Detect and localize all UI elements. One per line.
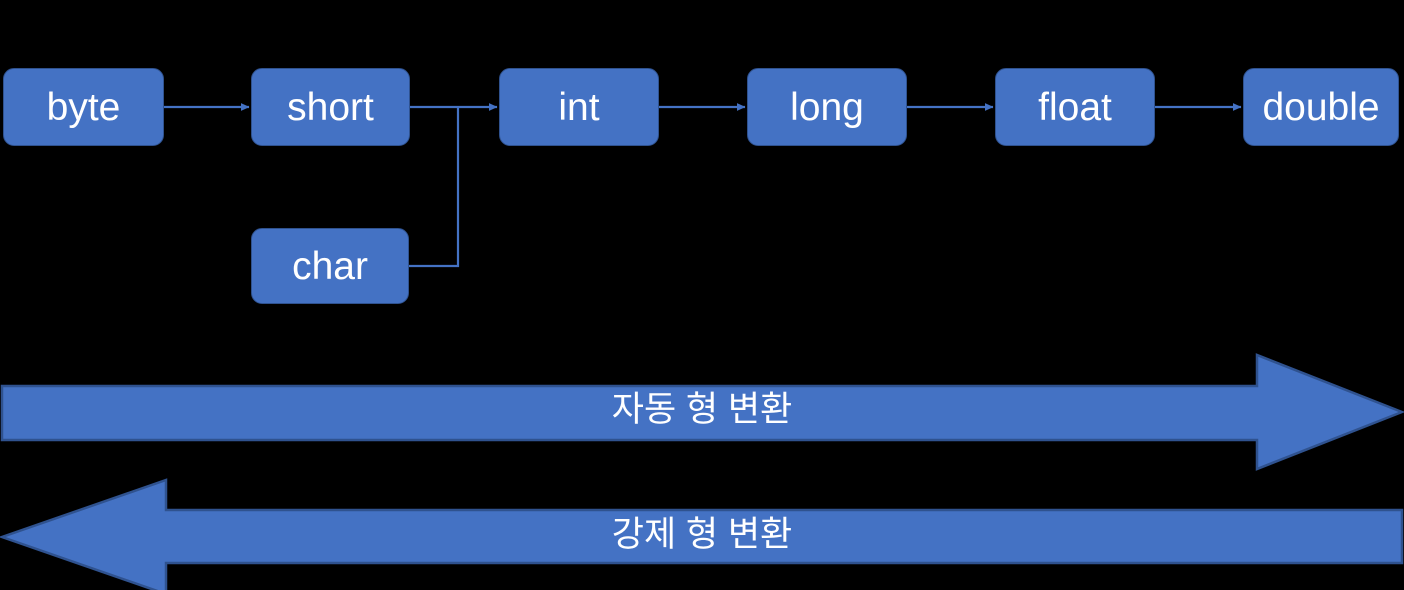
type-box-label: char [292, 244, 368, 288]
type-box-byte[interactable]: byte [3, 68, 164, 146]
type-box-double[interactable]: double [1243, 68, 1399, 146]
type-box-label: double [1262, 85, 1380, 129]
type-box-label: long [790, 85, 864, 129]
type-box-label: short [287, 85, 374, 129]
type-box-long[interactable]: long [747, 68, 907, 146]
edge-char-int [409, 107, 460, 268]
type-box-int[interactable]: int [499, 68, 659, 146]
banner-label-widening: 자동 형 변환 [611, 390, 793, 429]
banner-label-narrowing: 강제 형 변환 [611, 515, 793, 554]
type-box-char[interactable]: char [251, 228, 409, 304]
type-box-short[interactable]: short [251, 68, 410, 146]
type-box-label: float [1038, 85, 1112, 129]
type-box-label: byte [46, 85, 121, 129]
type-box-float[interactable]: float [995, 68, 1155, 146]
type-box-label: int [558, 85, 600, 129]
